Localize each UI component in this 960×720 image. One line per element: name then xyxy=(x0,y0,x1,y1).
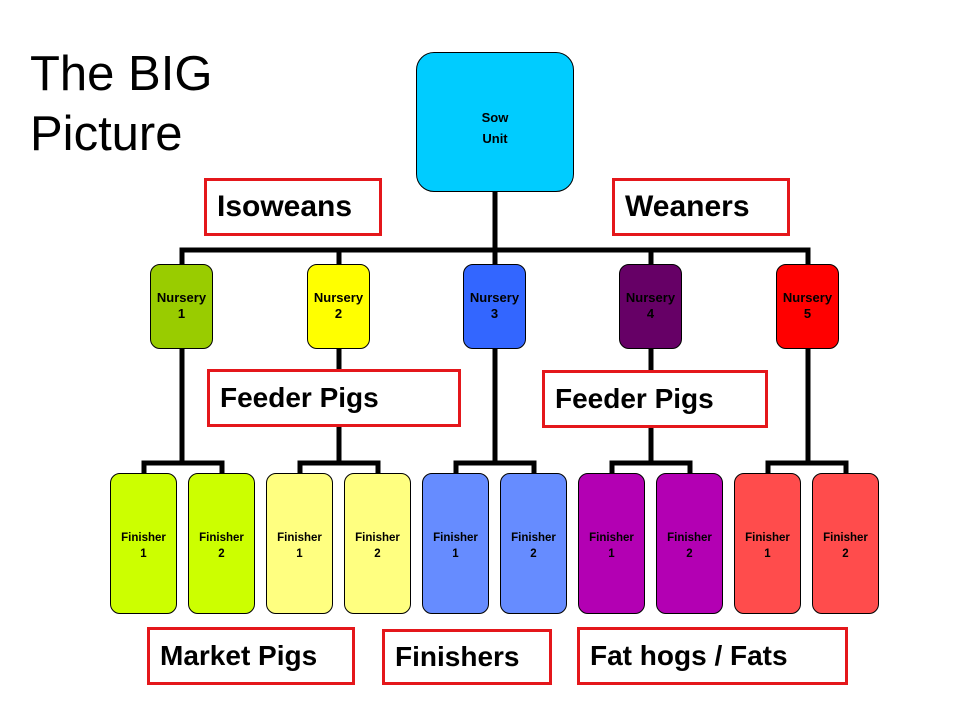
finisher-label: Finisher 1 xyxy=(589,532,634,560)
finisher-label: Finisher 1 xyxy=(277,532,322,560)
nursery-3-label: Nursery 3 xyxy=(469,290,520,321)
finisher-1-2-node: Finisher 2 xyxy=(188,473,255,614)
callout-feeder-pigs-right: Feeder Pigs xyxy=(542,370,768,428)
finisher-2-1-node: Finisher 1 xyxy=(266,473,333,614)
finisher-label: Finisher 2 xyxy=(667,532,712,560)
nursery-3-node: Nursery 3 xyxy=(463,264,526,349)
finisher-5-1-node: Finisher 1 xyxy=(734,473,801,614)
callout-isoweans: Isoweans xyxy=(204,178,382,236)
nursery-1-node: Nursery 1 xyxy=(150,264,213,349)
sow-unit-node: Sow Unit xyxy=(416,52,574,192)
nursery-2-node: Nursery 2 xyxy=(307,264,370,349)
finisher-1-1-node: Finisher 1 xyxy=(110,473,177,614)
finisher-4-1-node: Finisher 1 xyxy=(578,473,645,614)
nursery-1-label: Nursery 1 xyxy=(156,290,207,321)
finisher-label: Finisher 2 xyxy=(199,532,244,560)
page-title-text: The BIG Picture xyxy=(30,47,213,161)
nursery-5-node: Nursery 5 xyxy=(776,264,839,349)
callout-finishers: Finishers xyxy=(382,629,552,685)
finisher-label: Finisher 1 xyxy=(121,532,166,560)
finisher-2-2-node: Finisher 2 xyxy=(344,473,411,614)
callout-fat-hogs: Fat hogs / Fats xyxy=(577,627,848,685)
sow-unit-label: Sow Unit xyxy=(481,110,509,146)
nursery-4-node: Nursery 4 xyxy=(619,264,682,349)
finisher-label: Finisher 1 xyxy=(745,532,790,560)
nursery-2-label: Nursery 2 xyxy=(313,290,364,321)
nursery-4-label: Nursery 4 xyxy=(625,290,676,321)
finisher-label: Finisher 2 xyxy=(823,532,868,560)
finisher-label: Finisher 1 xyxy=(433,532,478,560)
finisher-label: Finisher 2 xyxy=(355,532,400,560)
finisher-5-2-node: Finisher 2 xyxy=(812,473,879,614)
finisher-3-2-node: Finisher 2 xyxy=(500,473,567,614)
callout-weaners: Weaners xyxy=(612,178,790,236)
finisher-3-1-node: Finisher 1 xyxy=(422,473,489,614)
finisher-label: Finisher 2 xyxy=(511,532,556,560)
finisher-4-2-node: Finisher 2 xyxy=(656,473,723,614)
callout-market-pigs: Market Pigs xyxy=(147,627,355,685)
nursery-5-label: Nursery 5 xyxy=(782,290,833,321)
callout-feeder-pigs-left: Feeder Pigs xyxy=(207,369,461,427)
page-title: The BIG Picture xyxy=(30,44,290,164)
